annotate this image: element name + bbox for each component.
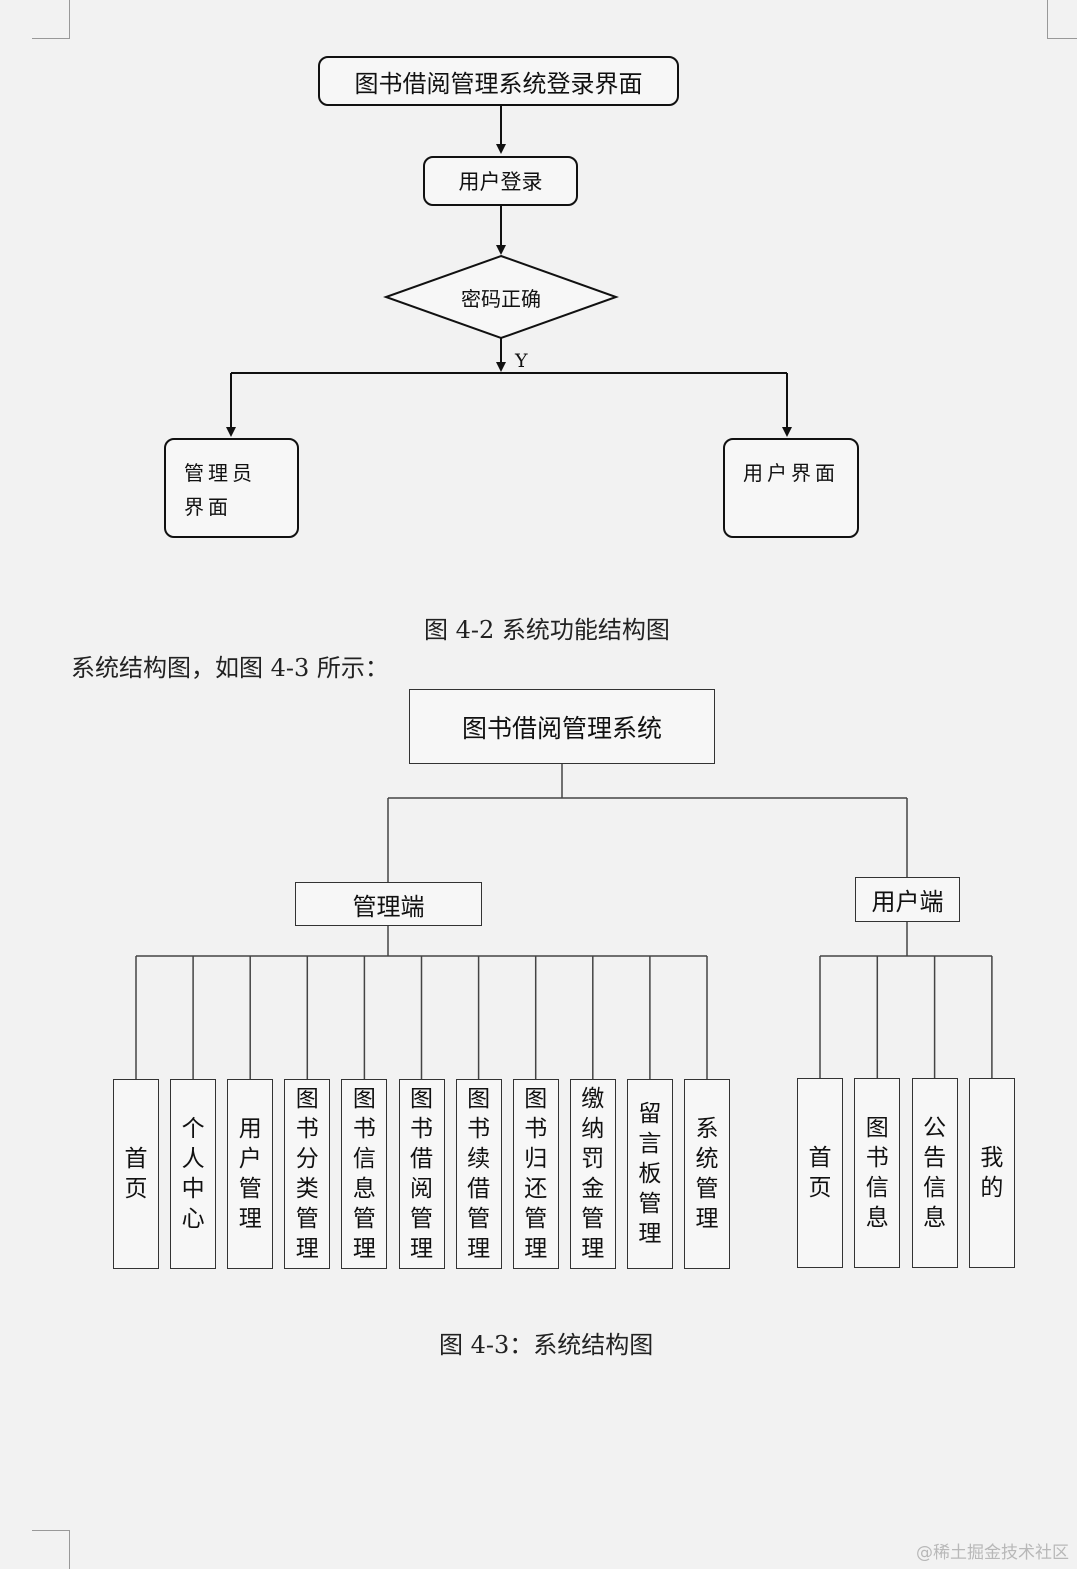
module-box: 首页 <box>113 1079 159 1269</box>
module-label: 留言板管理 <box>638 1101 662 1247</box>
module-label: 系统管理 <box>695 1116 719 1232</box>
module-label: 首页 <box>808 1145 832 1201</box>
crop-mark-top-right-h <box>1047 38 1077 39</box>
module-box: 图书分类管理 <box>284 1079 331 1269</box>
module-label: 我的 <box>980 1145 1004 1201</box>
crop-mark-bottom-left-v <box>69 1530 70 1569</box>
module-label: 首页 <box>124 1146 148 1202</box>
module-label: 图书信息 <box>865 1115 889 1231</box>
module-box: 我的 <box>968 1078 1015 1268</box>
login-screen-node: 图书借阅管理系统登录界面 <box>318 56 679 106</box>
module-label: 缴纳罚金管理 <box>581 1086 605 1262</box>
module-box: 留言板管理 <box>626 1079 673 1269</box>
module-box: 个人中心 <box>170 1079 217 1269</box>
yes-branch-label: Y <box>515 350 528 372</box>
module-label: 公告信息 <box>923 1115 947 1231</box>
decision-label: 密码正确 <box>461 287 541 311</box>
module-label: 图书归还管理 <box>524 1086 548 1262</box>
crop-mark-top-left-v <box>69 0 70 39</box>
crop-mark-bottom-left-h <box>32 1530 70 1531</box>
module-box: 图书续借管理 <box>455 1079 502 1269</box>
flowchart-connectors <box>226 106 792 437</box>
module-box: 首页 <box>797 1078 843 1268</box>
module-label: 用户管理 <box>238 1116 262 1232</box>
intro-text: 系统结构图，如图 4-3 所示： <box>71 654 389 682</box>
module-box: 图书信息管理 <box>341 1079 388 1269</box>
user-side-node: 用户端 <box>855 877 960 922</box>
figure-caption-4-3: 图 4-3：系统结构图 <box>439 1331 654 1359</box>
module-box: 缴纳罚金管理 <box>569 1079 616 1269</box>
module-label: 图书续借管理 <box>467 1086 491 1262</box>
module-box: 图书归还管理 <box>512 1079 559 1269</box>
user-login-node: 用户登录 <box>423 156 578 206</box>
module-box: 用户管理 <box>227 1079 274 1269</box>
crop-mark-top-left-h <box>32 38 70 39</box>
user-interface-node: 用户界面 <box>723 438 859 538</box>
figure-caption-4-2: 图 4-2 系统功能结构图 <box>424 616 670 644</box>
module-label: 图书信息管理 <box>352 1086 376 1262</box>
admin-side-node: 管理端 <box>295 882 482 926</box>
crop-mark-top-right-v <box>1047 0 1048 39</box>
module-label: 图书借阅管理 <box>410 1086 433 1262</box>
module-box: 公告信息 <box>911 1078 958 1268</box>
module-label: 个人中心 <box>181 1116 205 1232</box>
module-box: 图书信息 <box>854 1078 901 1268</box>
module-box: 系统管理 <box>684 1079 730 1269</box>
module-label: 图书分类管理 <box>295 1086 319 1262</box>
structure-connectors <box>135 764 993 1079</box>
watermark: @稀土掘金技术社区 <box>916 1543 1069 1563</box>
module-box: 图书借阅管理 <box>398 1079 445 1269</box>
admin-interface-node: 管理员界面 <box>164 438 299 538</box>
system-root-node: 图书借阅管理系统 <box>409 689 715 764</box>
